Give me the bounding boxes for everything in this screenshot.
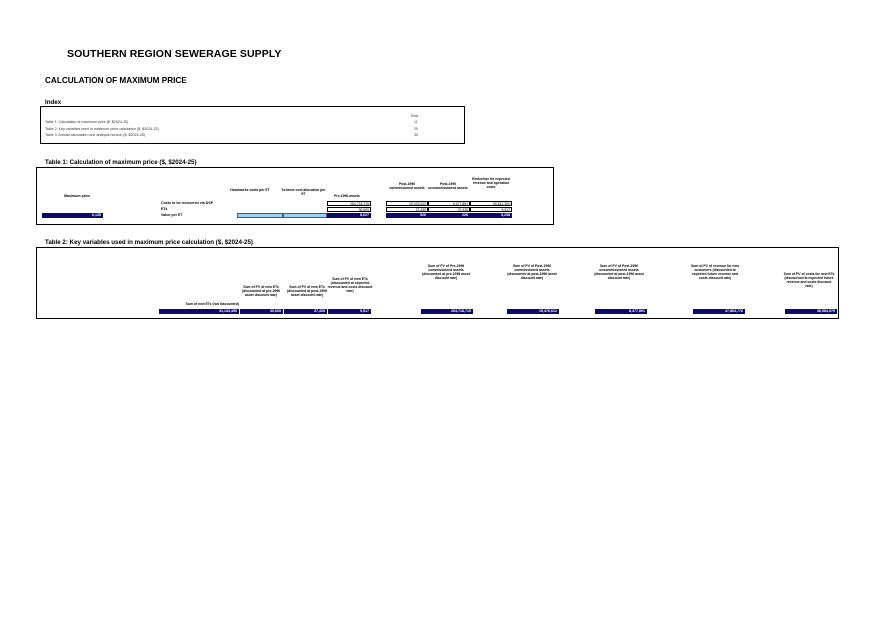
t2-value-5: 19,476,612	[507, 309, 559, 315]
index-item-3[interactable]: Table 3: Annual calculation over analysi…	[45, 133, 145, 137]
page-subtitle: CALCULATION OF MAXIMUM PRICE	[45, 76, 187, 85]
ets-post1996-uncomm[interactable]: 37,435	[428, 207, 470, 213]
table2-box: Sum of new ETs (not discounted) Sum of P…	[36, 247, 839, 319]
header-post1996-comm: Post-1996 commissioned assets	[389, 182, 425, 191]
ets-reduction[interactable]: 9,517	[470, 207, 512, 213]
table1-box: Maximum price Headworks costs per ET Sch…	[36, 167, 554, 225]
index-item-2[interactable]: Table 2: Key variables used in maximum p…	[45, 126, 159, 131]
value-reduction: 5,238	[470, 213, 512, 219]
index-row-2: 20	[414, 126, 418, 131]
max-price-label: Maximum price	[64, 194, 91, 198]
header-pre1996: Pre-1996 assets	[334, 194, 360, 198]
table1-title: Table 1: Calculation of maximum price ($…	[45, 159, 197, 166]
header-reduction: Reduction for expected revenue and opera…	[472, 177, 510, 190]
row-label-value: Value per ET	[161, 213, 183, 217]
value-post1996-comm: 520	[386, 213, 428, 219]
index-item-1[interactable]: Table 1: Calculation of maximum price ($…	[45, 120, 129, 124]
header-post1996-uncomm: Post-1996 uncommissioned assets	[428, 182, 468, 191]
table2-title: Table 2: Key variables used in maximum p…	[45, 239, 253, 246]
costs-reduction[interactable]: 50,812,300	[470, 201, 512, 207]
row-label-ets: ETs	[161, 207, 168, 211]
scheme-cost-input[interactable]	[283, 213, 327, 219]
ets-pre1996[interactable]: 30,605	[327, 207, 371, 213]
t2-header-5: Sum of PV of Post-1996 commissioned asse…	[507, 264, 557, 281]
costs-post1996-comm[interactable]: 19,476,612	[386, 201, 428, 207]
t2-value-7: 47,863,776	[693, 309, 745, 315]
t2-header-3: Sum of PV of new ETs (discounted at expe…	[327, 277, 373, 294]
index-row-3: 35	[414, 133, 418, 137]
t2-value-1: 30,605	[240, 309, 283, 315]
t2-value-2: 37,435	[284, 309, 327, 315]
index-label: Index	[45, 99, 62, 106]
index-row-header: Row	[411, 114, 419, 118]
t2-header-0: Sum of new ETs (not discounted)	[185, 302, 239, 306]
t2-value-6: 8,477,891	[595, 309, 647, 315]
page-title: SOUTHERN REGION SEWERAGE SUPPLY	[67, 48, 282, 60]
ets-post1996-comm[interactable]: 37,435	[386, 207, 428, 213]
t2-header-6: Sum of PV of Post-1996 uncommissioned as…	[594, 264, 644, 281]
value-pre1996: 8,627	[327, 213, 371, 219]
costs-pre1996[interactable]: 264,718,719	[327, 201, 371, 207]
index-row-1: 11	[414, 120, 418, 124]
t2-value-4: 264,718,719	[421, 309, 473, 315]
t2-header-2: Sum of PV of new ETs (discounted at post…	[287, 285, 327, 298]
t2-value-8: 36,984,579	[785, 309, 837, 315]
max-price-value: 6,135	[42, 213, 103, 219]
header-headworks: Headworks costs per ET	[230, 188, 270, 192]
index-box: Row Table 1: Calculation of maximum pric…	[40, 106, 465, 144]
costs-post1996-uncomm[interactable]: 8,477,891	[428, 201, 470, 207]
t2-header-7: Sum of PV of revenue for new customers (…	[690, 264, 740, 281]
row-label-costs: Costs to be recovered via DSP	[161, 201, 214, 205]
t2-header-8: Sum of PV of costs for new ETs (discount…	[783, 272, 835, 289]
value-post1996-uncomm: 226	[428, 213, 470, 219]
t2-value-0: 31,133,450	[159, 309, 239, 315]
t2-header-4: Sum of PV of Pre-1996 commissioned asset…	[422, 264, 470, 281]
header-scheme-cost: Scheme cost allocation per ET	[281, 188, 326, 197]
t2-value-3: 9,517	[328, 309, 371, 315]
headworks-input[interactable]	[237, 213, 283, 219]
t2-header-1: Sum of PV of new ETs (discounted at pre-…	[241, 285, 281, 298]
